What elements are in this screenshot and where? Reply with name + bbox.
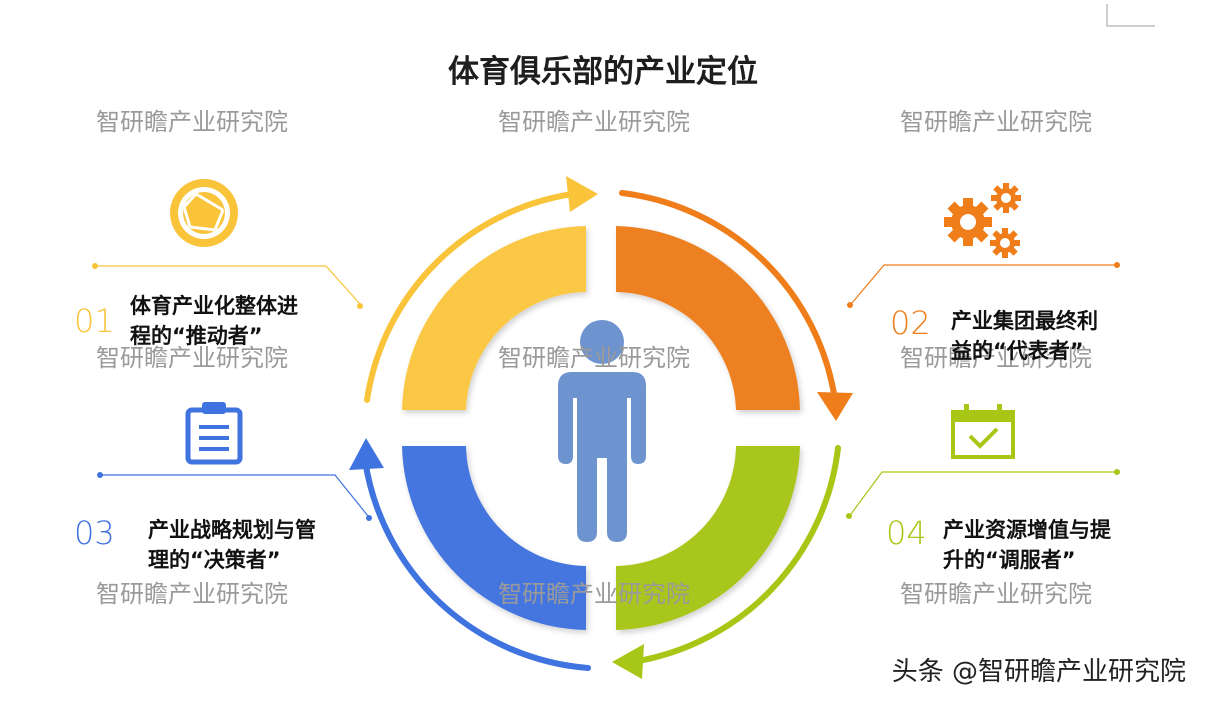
- watermark: 智研瞻产业研究院: [498, 580, 690, 608]
- page-title: 体育俱乐部的产业定位: [448, 54, 758, 90]
- role-label-04-line1: 产业资源增值与提: [943, 518, 1111, 542]
- watermark: 智研瞻产业研究院: [900, 344, 1092, 372]
- role-number-03: 03: [74, 514, 115, 552]
- footer-credit: 头条 @智研瞻产业研究院: [891, 657, 1186, 687]
- person-icon: [558, 320, 646, 542]
- role-label-01-line1: 体育产业化整体进: [130, 294, 298, 318]
- calendar-check-icon: [951, 404, 1015, 459]
- role-label-03-line1: 产业战略规划与管: [148, 518, 316, 542]
- aperture-icon: [170, 179, 238, 247]
- connector-lines: [92, 262, 1120, 521]
- role-number-02: 02: [890, 304, 931, 342]
- arrow-top-right: [619, 190, 838, 403]
- ring-segments: [402, 226, 800, 630]
- role-label-02-line1: 产业集团最终利: [951, 309, 1098, 333]
- arrow-top-left: [364, 190, 583, 403]
- watermark: 智研瞻产业研究院: [498, 344, 690, 372]
- watermark: 智研瞻产业研究院: [900, 580, 1092, 608]
- arrow-head-bottom-left: [349, 438, 384, 470]
- outer-arrows: [349, 176, 853, 679]
- arrow-head-bottom-right: [612, 644, 644, 679]
- watermark: 智研瞻产业研究院: [96, 580, 288, 608]
- watermark: 智研瞻产业研究院: [498, 108, 690, 136]
- role-label-04-line2: 升的“调服者”: [943, 548, 1076, 572]
- watermark: 智研瞻产业研究院: [96, 108, 288, 136]
- role-number-01: 01: [74, 302, 115, 340]
- role-label-01-line2: 程的“推动者”: [130, 324, 263, 348]
- role-label-03-line2: 理的“决策者”: [148, 548, 281, 572]
- clipboard-icon: [185, 402, 243, 465]
- corner-mark: [1106, 4, 1155, 27]
- segment-orange: [616, 226, 800, 410]
- role-number-04: 04: [886, 514, 927, 552]
- watermark: 智研瞻产业研究院: [96, 344, 288, 372]
- arrow-head-top-left: [566, 176, 598, 212]
- segment-blue: [402, 446, 586, 630]
- watermark: 智研瞻产业研究院: [900, 108, 1092, 136]
- arrow-bottom-left: [362, 457, 591, 671]
- segment-yellow: [402, 226, 586, 410]
- segment-green: [616, 446, 800, 630]
- gears-icon: [944, 183, 1021, 258]
- role-label-02-line2: 益的“代表者”: [951, 339, 1084, 363]
- arrow-head-top-right: [817, 392, 853, 421]
- arrow-bottom-right: [629, 445, 841, 665]
